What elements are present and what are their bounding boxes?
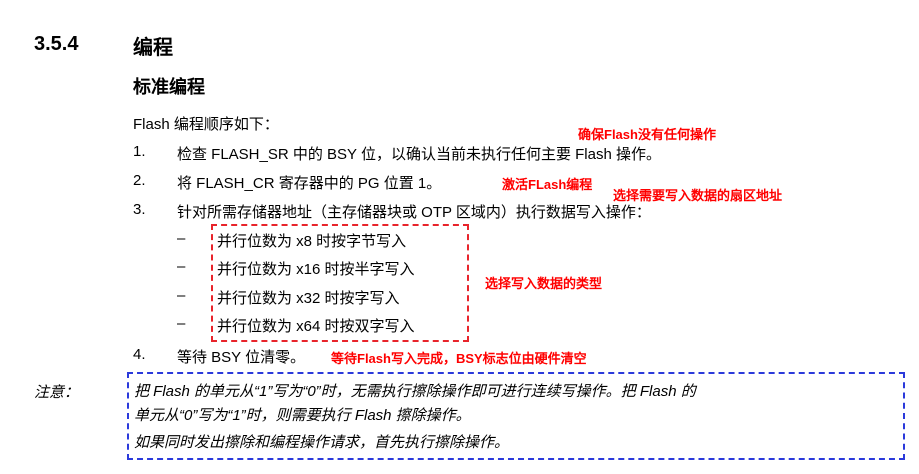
note-highlight-box	[127, 372, 905, 460]
sub-item-3-text: 并行位数为 x32 时按字写入	[217, 290, 400, 307]
annotation-ensure-no-operation: 确保Flash没有任何操作	[578, 127, 716, 142]
step-1-text: 检查 FLASH_SR 中的 BSY 位，以确认当前未执行任何主要 Flash …	[177, 146, 661, 163]
step-1-number: 1.	[133, 143, 146, 160]
section-number: 3.5.4	[34, 33, 79, 55]
sub-item-1-dash: –	[177, 230, 186, 247]
annotation-activate-programming: 激活FLash编程	[502, 177, 593, 192]
section-title: 编程	[133, 37, 173, 59]
subsection-title: 标准编程	[133, 77, 205, 97]
step-3-text: 针对所需存储器地址（主存储器块或 OTP 区域内）执行数据写入操作：	[177, 204, 651, 221]
step-2-text: 将 FLASH_CR 寄存器中的 PG 位置 1。	[177, 175, 442, 192]
note-line-3: 如果同时发出擦除和编程操作请求，首先执行擦除操作。	[134, 434, 510, 451]
note-label: 注意：	[34, 384, 80, 401]
sub-item-3-dash: –	[177, 287, 186, 304]
note-line-2: 单元从“0”写为“1”时，则需要执行 Flash 擦除操作。	[134, 407, 471, 424]
annotation-select-sector: 选择需要写入数据的扇区地址	[613, 188, 783, 203]
annotation-select-type: 选择写入数据的类型	[485, 276, 603, 291]
note-line-1: 把 Flash 的单元从“1”写为“0”时，无需执行擦除操作即可进行连续写操作。…	[134, 383, 696, 400]
step-2-number: 2.	[133, 172, 146, 189]
step-3-number: 3.	[133, 201, 146, 218]
step-4-text: 等待 BSY 位清零。	[177, 349, 306, 366]
width-options-highlight-box	[211, 224, 469, 342]
sub-item-2-text: 并行位数为 x16 时按半字写入	[217, 261, 415, 278]
sub-item-2-dash: –	[177, 258, 186, 275]
sub-item-4-text: 并行位数为 x64 时按双字写入	[217, 318, 415, 335]
sub-item-4-dash: –	[177, 315, 186, 332]
annotation-wait-complete: 等待Flash写入完成，BSY标志位由硬件清空	[331, 351, 587, 366]
intro-text: Flash 编程顺序如下：	[133, 116, 279, 133]
step-4-number: 4.	[133, 346, 146, 363]
sub-item-1-text: 并行位数为 x8 时按字节写入	[217, 233, 407, 250]
